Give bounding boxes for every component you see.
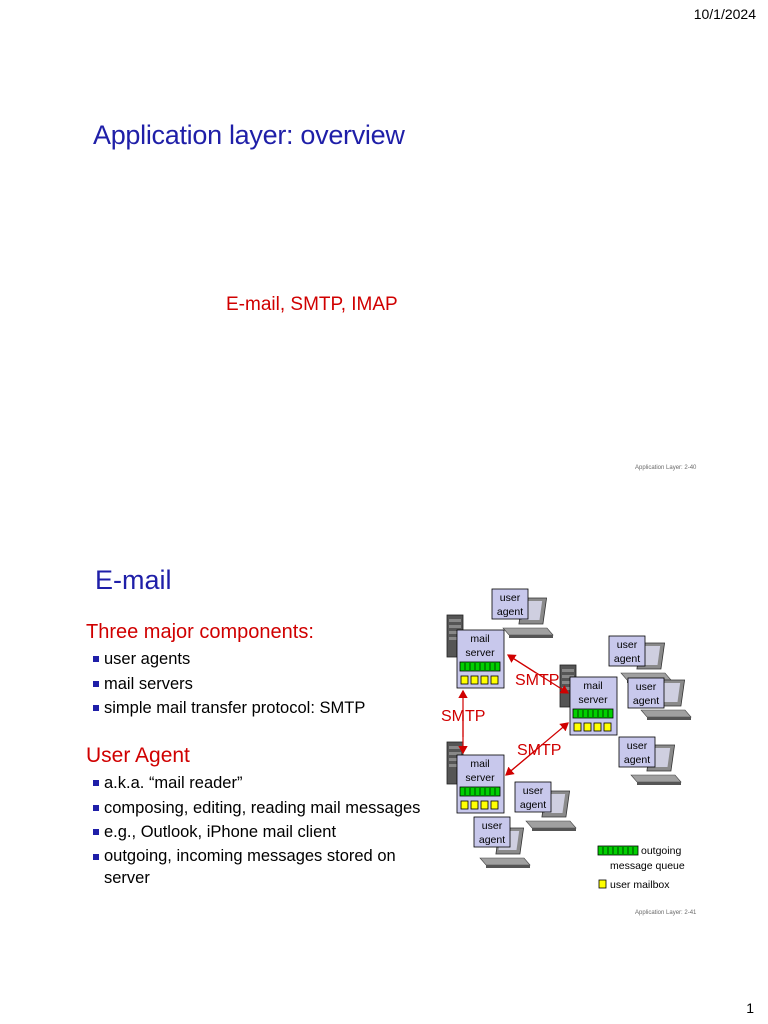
svg-text:user: user (617, 639, 638, 651)
slide-subtitle: E-mail, SMTP, IMAP (226, 294, 398, 316)
svg-text:user: user (482, 820, 503, 832)
slide-footer: Application Layer: 2-41 (635, 910, 696, 916)
list-item: outgoing, incoming messages stored on se… (92, 845, 462, 889)
components-list: user agents mail servers simple mail tra… (92, 647, 422, 721)
list-item: composing, editing, reading mail message… (92, 796, 462, 821)
slide-title: Application layer: overview (93, 120, 405, 151)
user-agent-right-bottom: user agent (619, 737, 681, 785)
svg-text:agent: agent (624, 754, 650, 766)
smtp-label: SMTP (515, 672, 559, 689)
svg-text:mail: mail (470, 633, 489, 645)
svg-text:server: server (578, 694, 608, 706)
user-agent-right-mid: user agent (628, 678, 691, 720)
svg-text:user: user (500, 592, 521, 604)
user-agent-list: a.k.a. “mail reader” composing, editing,… (92, 771, 462, 889)
email-diagram: user agent user agent user agent user ag… (430, 585, 710, 895)
print-date: 10/1/2024 (694, 6, 756, 22)
svg-text:user: user (627, 740, 648, 752)
svg-text:agent: agent (497, 606, 523, 618)
svg-text:server: server (465, 647, 495, 659)
mail-server-top: mail server (447, 615, 504, 688)
user-agent-right-top: user agent (609, 636, 671, 683)
smtp-label: SMTP (441, 708, 485, 725)
page-number: 1 (746, 1000, 754, 1016)
svg-text:user: user (636, 681, 657, 693)
svg-text:agent: agent (633, 695, 659, 707)
mail-server-right: mail server (560, 665, 617, 735)
components-heading: Three major components: (86, 621, 314, 644)
svg-text:agent: agent (520, 799, 546, 811)
svg-text:mail: mail (470, 758, 489, 770)
user-agent-bottom-left: user agent (474, 817, 530, 868)
svg-text:mail: mail (583, 680, 602, 692)
slide-title: E-mail (95, 565, 172, 596)
svg-text:outgoing: outgoing (641, 845, 681, 857)
smtp-label: SMTP (517, 742, 561, 759)
list-item: mail servers (92, 672, 422, 697)
list-item: e.g., Outlook, iPhone mail client (92, 820, 462, 845)
svg-text:agent: agent (479, 834, 505, 846)
user-agent-heading: User Agent (86, 744, 190, 768)
svg-text:server: server (465, 772, 495, 784)
mail-server-bottom: mail server (447, 742, 504, 813)
svg-text:agent: agent (614, 653, 640, 665)
slide-footer: Application Layer: 2-40 (635, 465, 696, 471)
list-item: a.k.a. “mail reader” (92, 771, 462, 796)
user-agent-bottom-mid: user agent (515, 782, 576, 831)
list-item: simple mail transfer protocol: SMTP (92, 696, 422, 721)
list-item: user agents (92, 647, 422, 672)
svg-text:user: user (523, 785, 544, 797)
svg-text:message queue: message queue (610, 860, 685, 872)
legend: outgoing message queue user mailbox (598, 845, 685, 891)
svg-text:user mailbox: user mailbox (610, 879, 670, 891)
